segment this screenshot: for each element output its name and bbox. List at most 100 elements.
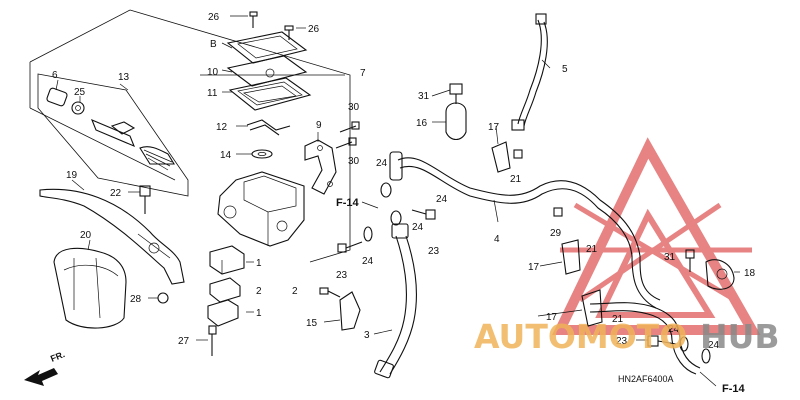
bolt-31-right <box>685 249 695 272</box>
washer-24-c <box>390 210 402 226</box>
callout-24a: 24 <box>362 256 374 267</box>
bolt-30-upper <box>339 121 360 133</box>
piston-kit <box>46 87 175 171</box>
callout-12: 12 <box>216 122 228 133</box>
brake-pipe-5 <box>511 13 548 131</box>
brake-switch-lower <box>207 299 239 327</box>
leader-lines <box>55 15 740 341</box>
clamp-18 <box>705 259 735 290</box>
pivot-bolt <box>139 185 151 214</box>
bolt-23-mid <box>411 209 436 220</box>
brake-hose-3 <box>374 223 417 379</box>
bolt-21-a <box>513 149 523 159</box>
clamp-17-lower <box>581 289 603 327</box>
callout-25: 25 <box>74 87 86 98</box>
brake-hose-4 <box>389 151 661 309</box>
callout-10: 10 <box>207 67 219 78</box>
callout-23a: 23 <box>336 270 348 281</box>
reservoir-cap <box>226 31 308 64</box>
front-arrow-label: FR. <box>49 349 66 364</box>
screw-2 <box>319 287 341 298</box>
reference-f14-right-arrow <box>699 371 717 387</box>
reference-f14-left: F-14 <box>336 197 360 209</box>
callout-7: 7 <box>360 68 366 79</box>
bolt-30-lower <box>335 137 357 149</box>
diaphragm <box>228 77 312 111</box>
bolt-23-right <box>647 335 677 347</box>
callout-17a: 17 <box>488 122 500 133</box>
callout-4: 4 <box>494 234 500 245</box>
callout-24e: 24 <box>668 324 680 335</box>
screw-26-left <box>249 11 258 28</box>
callout-labels: 26 26 B 10 11 7 6 13 25 12 14 9 30 30 19… <box>52 12 756 351</box>
callout-28: 28 <box>130 294 142 305</box>
switch-screw <box>208 325 217 356</box>
bolt-29 <box>553 207 563 217</box>
callout-30a: 30 <box>348 102 360 113</box>
master-cylinder-body <box>217 171 305 247</box>
callout-30b: 30 <box>348 156 360 167</box>
callout-3: 3 <box>364 330 370 341</box>
callout-2a: 2 <box>256 286 262 297</box>
hose-guide-16 <box>445 83 467 141</box>
watermark-logo <box>552 137 761 335</box>
watermark-text-secondary: HUB <box>700 317 780 356</box>
callout-21c: 21 <box>612 314 624 325</box>
banjo-bolt-23-left <box>337 241 363 253</box>
callout-21b: 21 <box>586 244 598 255</box>
callout-23c: 23 <box>616 336 628 347</box>
spring-clip <box>246 119 291 136</box>
callout-24b: 24 <box>376 158 388 169</box>
clamp-17-middle <box>561 239 581 275</box>
exploded-box-master-cylinder <box>29 9 351 263</box>
callout-5: 5 <box>562 64 568 75</box>
callout-9: 9 <box>316 120 322 131</box>
callout-6: 6 <box>52 70 58 81</box>
callout-23b: 23 <box>428 246 440 257</box>
clamp-17-upper <box>491 141 511 173</box>
washer-24-right <box>679 336 711 364</box>
callout-b: B <box>210 39 217 50</box>
callout-22: 22 <box>110 188 122 199</box>
holder-clamp <box>304 139 337 195</box>
callout-21a: 21 <box>510 174 522 185</box>
nut-28 <box>157 292 169 304</box>
callout-26b: 26 <box>308 24 320 35</box>
callout-11: 11 <box>207 88 218 99</box>
diagram-code: HN2AF6400A <box>618 374 674 384</box>
brake-hose-lower <box>589 302 701 375</box>
exploded-box-piston-kit <box>37 73 189 197</box>
callout-29: 29 <box>550 228 562 239</box>
callout-1b: 1 <box>256 308 262 319</box>
washer-24-a <box>363 226 373 242</box>
callout-31b: 31 <box>664 252 676 263</box>
callout-31a: 31 <box>418 91 430 102</box>
callout-2b: 2 <box>292 286 298 297</box>
callout-24f: 24 <box>708 340 720 351</box>
callout-20: 20 <box>80 230 92 241</box>
reference-f14-left-arrow <box>361 201 379 209</box>
washer-24-b <box>380 182 392 198</box>
callout-1a: 1 <box>256 258 262 269</box>
callout-27: 27 <box>178 336 190 347</box>
callout-18: 18 <box>744 268 756 279</box>
switch-adapter <box>209 277 241 303</box>
stay-15 <box>339 291 361 331</box>
callout-19: 19 <box>66 170 78 181</box>
callout-13: 13 <box>118 72 130 83</box>
reference-f14-right: F-14 <box>722 383 746 395</box>
diaphragm-plate <box>226 55 308 87</box>
callout-26a: 26 <box>208 12 220 23</box>
callout-15: 15 <box>306 318 318 329</box>
callout-16: 16 <box>416 118 428 129</box>
callout-24d: 24 <box>412 222 424 233</box>
brake-lever <box>39 188 185 285</box>
screw-26-right <box>284 25 294 40</box>
callout-17c: 17 <box>546 312 558 323</box>
lever-cover <box>53 247 127 329</box>
brake-switch-upper <box>209 245 245 275</box>
callout-24c: 24 <box>436 194 448 205</box>
callout-14: 14 <box>220 150 232 161</box>
